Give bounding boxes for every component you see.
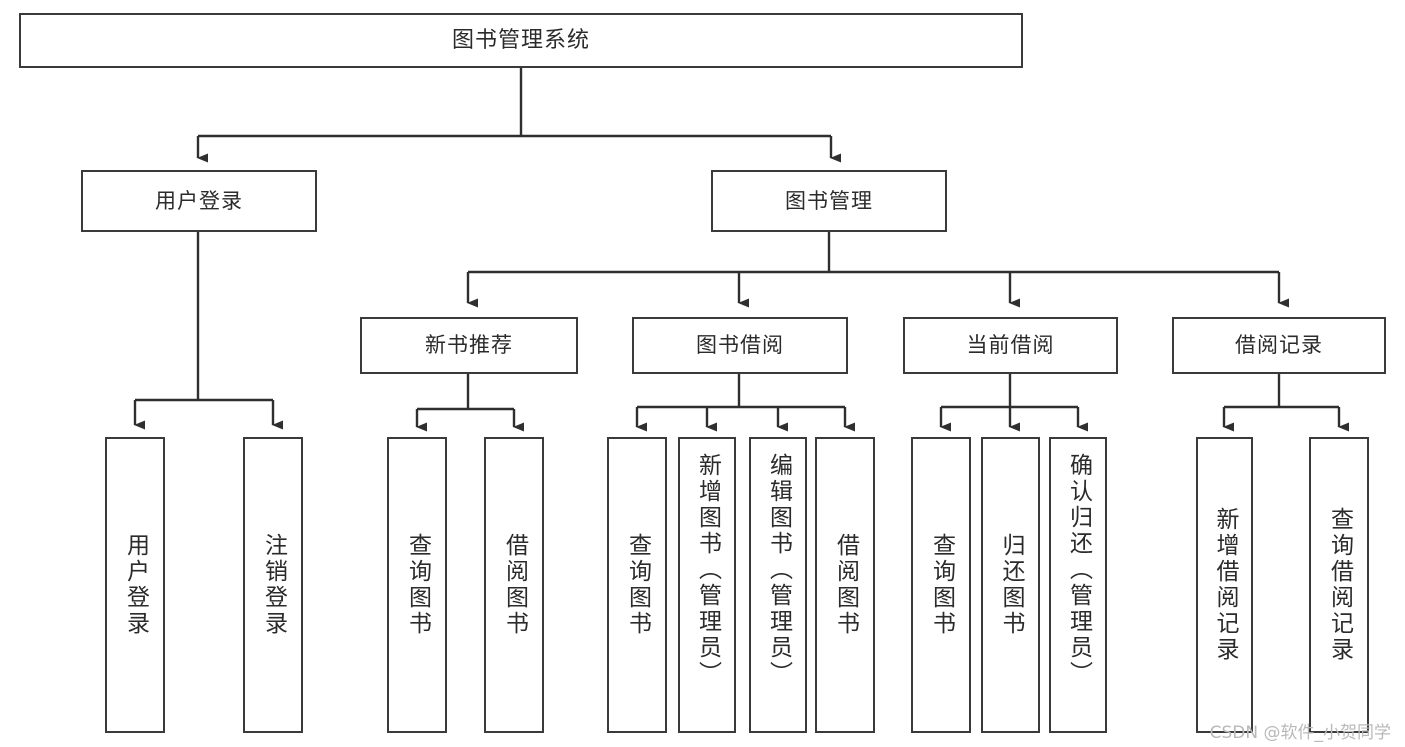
leaf-recommend-query-book[interactable]: 查询图书 — [387, 437, 447, 733]
node-label: 用户登录 — [155, 188, 243, 213]
node-label: 新增借阅记录 — [1212, 507, 1238, 663]
node-label: 图书管理系统 — [451, 27, 590, 53]
node-label: 编辑图书（管理员） — [765, 453, 792, 687]
node-book-management[interactable]: 图书管理 — [711, 170, 947, 232]
node-label: 新书推荐 — [425, 333, 513, 358]
node-label: 确认归还（管理员） — [1065, 453, 1092, 687]
node-label: 图书借阅 — [696, 333, 784, 358]
node-label: 注销登录 — [260, 533, 287, 637]
node-borrow-record[interactable]: 借阅记录 — [1172, 317, 1386, 374]
leaf-current-query-book[interactable]: 查询图书 — [911, 437, 971, 733]
leaf-current-return-book[interactable]: 归还图书 — [981, 437, 1040, 733]
leaf-user-login[interactable]: 用户登录 — [105, 437, 165, 733]
node-label: 查询图书 — [404, 533, 431, 637]
node-label: 借阅图书 — [501, 533, 528, 637]
node-label: 查询借阅记录 — [1326, 507, 1353, 663]
leaf-borrow-add-book-admin[interactable]: 新增图书（管理员） — [678, 437, 736, 733]
leaf-borrow-query-book[interactable]: 查询图书 — [607, 437, 667, 733]
node-new-book-recommend[interactable]: 新书推荐 — [360, 317, 578, 374]
node-user-login[interactable]: 用户登录 — [81, 170, 317, 232]
node-label: 新增图书（管理员） — [694, 453, 721, 687]
node-label: 查询图书 — [928, 533, 955, 637]
leaf-record-add-borrow-record[interactable]: 新增借阅记录 — [1196, 437, 1253, 733]
leaf-borrow-edit-book-admin[interactable]: 编辑图书（管理员） — [749, 437, 807, 733]
node-label: 归还图书 — [998, 533, 1024, 637]
node-label: 用户登录 — [122, 533, 149, 637]
node-label: 借阅图书 — [832, 533, 859, 637]
node-label: 查询图书 — [624, 533, 651, 637]
leaf-borrow-borrow-book[interactable]: 借阅图书 — [815, 437, 875, 733]
node-book-borrow[interactable]: 图书借阅 — [632, 317, 848, 374]
leaf-user-logout[interactable]: 注销登录 — [243, 437, 303, 733]
leaf-current-confirm-return-admin[interactable]: 确认归还（管理员） — [1049, 437, 1107, 733]
node-label: 图书管理 — [785, 188, 873, 213]
leaf-record-query-borrow-record[interactable]: 查询借阅记录 — [1309, 437, 1369, 733]
node-current-borrow[interactable]: 当前借阅 — [903, 317, 1118, 374]
node-root-book-management-system[interactable]: 图书管理系统 — [19, 13, 1023, 68]
node-label: 借阅记录 — [1235, 333, 1323, 358]
watermark: CSDN @软件_小贺同学 — [1209, 723, 1391, 743]
leaf-recommend-borrow-book[interactable]: 借阅图书 — [484, 437, 544, 733]
node-label: 当前借阅 — [966, 333, 1055, 358]
